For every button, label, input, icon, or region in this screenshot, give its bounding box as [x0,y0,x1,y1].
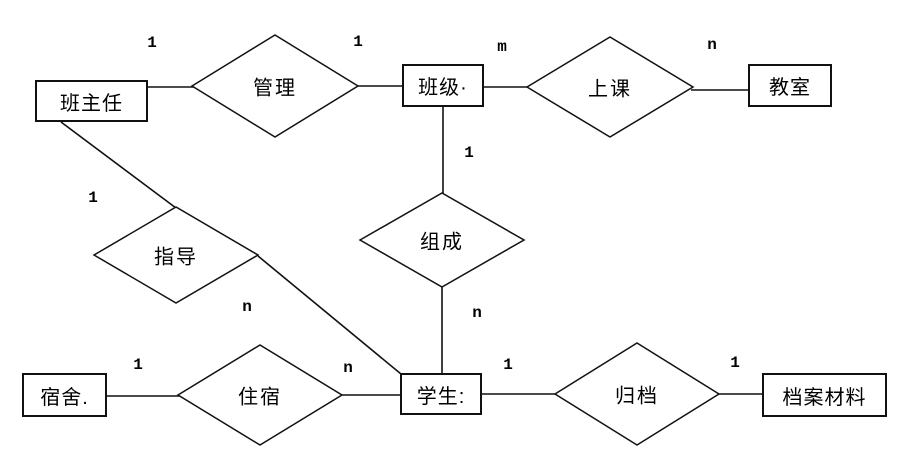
diamond-zhusu [176,344,344,446]
cardinality-banji-shangke: m [497,38,507,56]
entity-sushe: 宿舍. [22,373,107,417]
relationship-label-zhusu: 住宿 [238,386,282,409]
cardinality-zucheng-xuesheng: n [472,304,482,322]
connector-zhidao-xuesheng [257,255,402,375]
cardinality-zhidao-xuesheng: n [242,298,252,316]
relationship-label-shangke: 上课 [588,78,632,101]
cardinality-sushe-zhusu: 1 [133,356,143,374]
diamond-zucheng [358,192,526,288]
cardinality-banzhuren-zhidao: 1 [88,189,98,207]
entity-jiaoshi: 教室 [748,64,832,107]
diamond-guidang [553,342,721,446]
relationship-label-guidang: 归档 [615,385,659,408]
cardinality-banji-zucheng: 1 [464,144,474,162]
cardinality-zhusu-xuesheng: n [343,359,353,377]
cardinality-guanli-banji: 1 [353,33,363,51]
entity-banzhuren: 班主任 [35,80,148,122]
diamond-guanli [190,34,360,138]
diamond-zhidao [92,206,260,304]
relationship-label-guanli: 管理 [253,77,297,100]
entity-banji: 班级· [402,64,484,107]
cardinality-banzhuren-guanli: 1 [147,34,157,52]
entity-dangan-cailiao: 档案材料 [762,373,887,417]
relationship-label-zucheng: 组成 [420,231,464,254]
connector-banzhuren-zhidao [60,121,177,209]
cardinality-xuesheng-guidang: 1 [503,356,513,374]
cardinality-guidang-dangan: 1 [730,354,740,372]
relationship-label-zhidao: 指导 [154,246,198,269]
cardinality-shangke-jiaoshi: n [707,36,717,54]
entity-xuesheng: 学生: [400,373,482,415]
diamond-shangke [525,36,695,138]
